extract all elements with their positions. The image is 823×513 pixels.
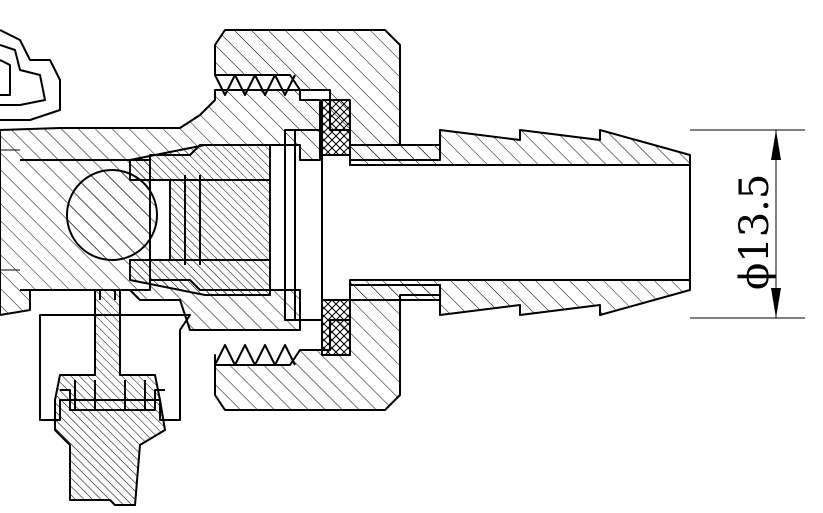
arrow-up-icon <box>771 130 781 160</box>
valve-body <box>0 89 321 331</box>
ball <box>66 169 158 261</box>
arrow-down-icon <box>771 288 781 318</box>
top-left-fitting <box>0 29 61 121</box>
dimension-label: ϕ13.5 <box>732 174 778 290</box>
seal-ring <box>321 99 351 356</box>
hose-barb <box>349 129 691 316</box>
drain-screw <box>39 289 191 506</box>
diameter-dimension: ϕ13.5 <box>690 129 805 319</box>
flange-ring <box>284 129 323 321</box>
inner-sleeve <box>129 144 271 296</box>
